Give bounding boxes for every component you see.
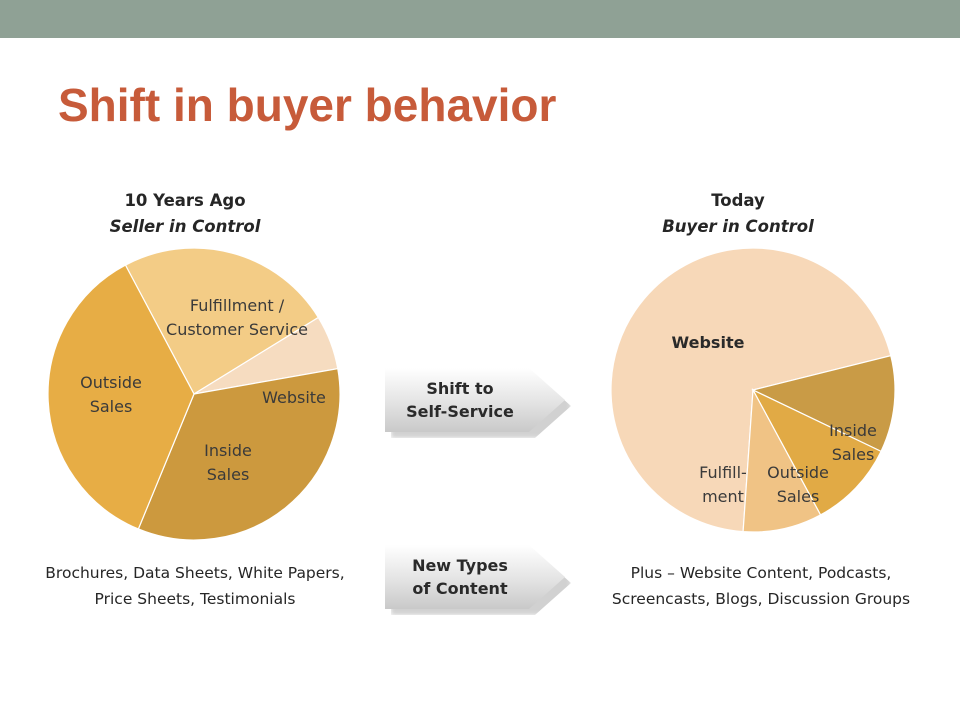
right-pie-label-fulfillment: Fulfill-ment [699, 463, 747, 506]
left-caption-line-1: Brochures, Data Sheets, White Papers, [45, 564, 345, 582]
left-pie-slice-outside-sales [47, 264, 195, 530]
right-pie-label-website: Website [672, 333, 745, 352]
left-pie-slice-inside-sales [137, 367, 341, 541]
left-caption-line-2: Price Sheets, Testimonials [94, 590, 296, 608]
left-pie-label-fulfillment-customer-service: Fulfillment /Customer Service [166, 296, 308, 339]
arrow-shift-line-1: Shift to [426, 379, 494, 398]
right-pie-slice-outside-sales [751, 388, 882, 516]
new-types-of-content-arrow: New Types of Content [385, 545, 577, 615]
left-pie-slice-fulfillment-customer-service [124, 247, 320, 395]
left-chart-title: 10 Years Ago [124, 191, 246, 210]
right-chart-heading: Today Buyer in Control [588, 188, 888, 240]
shift-to-self-service-arrow: Shift to Self-Service [385, 368, 577, 438]
right-pie-slice-website [610, 247, 892, 533]
right-caption-line-1: Plus – Website Content, Podcasts, [630, 564, 892, 582]
right-chart-subtitle: Buyer in Control [662, 217, 814, 236]
right-caption: Plus – Website Content, Podcasts, Screen… [585, 560, 937, 612]
slide-title: Shift in buyer behavior [58, 79, 557, 131]
pie-chart-ten-years-ago: Fulfillment /Customer ServiceWebsiteInsi… [47, 247, 341, 541]
right-pie-slice-inside-sales [751, 354, 896, 453]
arrow-content-line-2: of Content [412, 579, 508, 598]
arrow-content-line-1: New Types [412, 556, 508, 575]
left-caption: Brochures, Data Sheets, White Papers, Pr… [20, 560, 370, 612]
left-chart-subtitle: Seller in Control [109, 217, 261, 236]
arrow-shift-line-2: Self-Service [406, 402, 514, 421]
top-accent-bar [0, 0, 960, 38]
right-pie-slice-fulfillment [742, 387, 822, 533]
right-caption-line-2: Screencasts, Blogs, Discussion Groups [611, 590, 911, 608]
left-chart-heading: 10 Years Ago Seller in Control [35, 188, 335, 240]
left-pie-label-website: Website [262, 388, 326, 407]
right-chart-title: Today [711, 191, 765, 210]
